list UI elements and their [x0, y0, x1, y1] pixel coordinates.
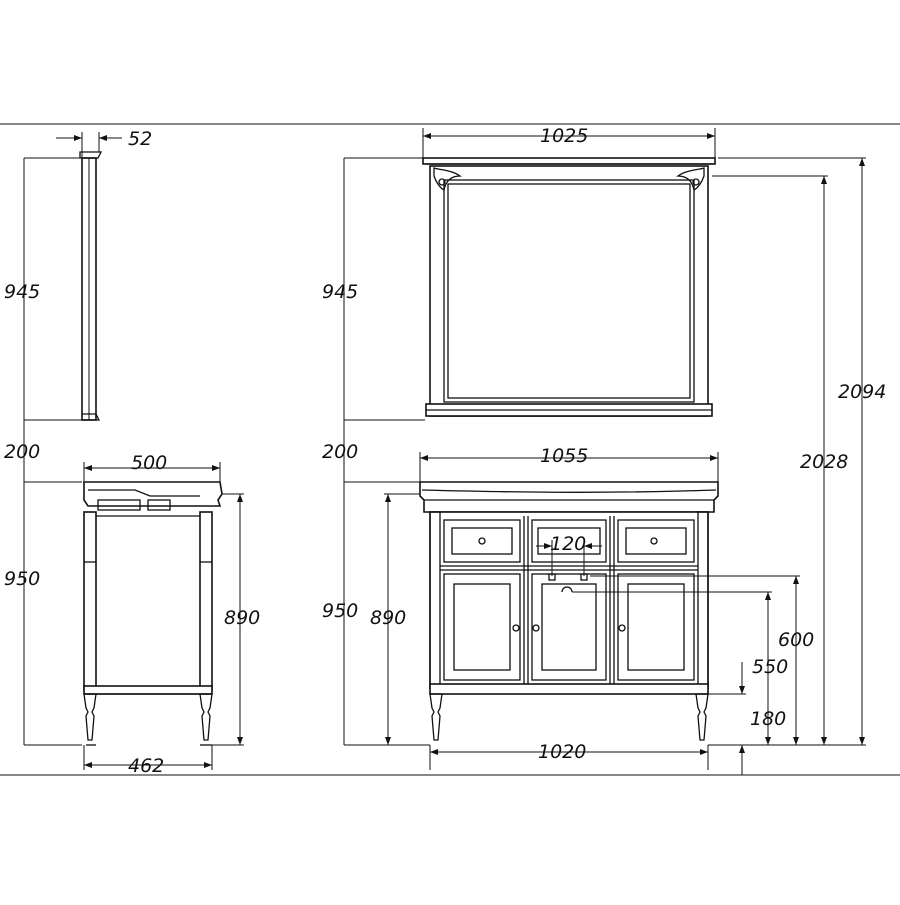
dim-side-mirror-depth: 52	[56, 128, 152, 158]
dim-label-890-front: 890	[370, 607, 406, 629]
right-drawer-panel	[625, 527, 687, 555]
side-basin-profile	[88, 489, 200, 497]
side-back-leg	[199, 693, 213, 741]
side-front-leg	[83, 693, 97, 741]
left-drawer-knob	[478, 537, 486, 545]
center-door-panel	[541, 583, 597, 671]
dim-label-945-front: 945	[322, 281, 358, 303]
front-right-leg	[695, 693, 709, 741]
left-door-knob	[512, 624, 520, 632]
hot-water-inlet	[580, 573, 588, 581]
dim-side-top-depth: 500	[83, 452, 221, 482]
side-cabinet-base-rail	[83, 685, 213, 695]
dim-front-mirror-width: 1025	[422, 125, 716, 158]
dim-front-890: 890	[370, 493, 420, 745]
left-door	[443, 573, 521, 681]
front-mirror	[422, 157, 716, 417]
left-bracket-ornament	[433, 167, 462, 191]
left-drawer-front	[443, 519, 521, 563]
side-drain	[147, 499, 171, 511]
front-countertop-slab	[419, 481, 719, 513]
right-door	[617, 573, 695, 681]
center-drawer-front	[531, 519, 607, 563]
left-drawer-panel	[451, 527, 513, 555]
dim-label-1020: 1020	[538, 741, 586, 763]
plumbing-fittings: 120	[536, 533, 602, 593]
dim-side-base-depth: 462	[83, 745, 213, 777]
front-mirror-glass	[447, 183, 691, 399]
dim-label-2028: 2028	[800, 451, 848, 473]
dim-label-2094: 2094	[838, 381, 886, 403]
side-cabinet	[83, 511, 213, 746]
dim-label-180: 180	[750, 708, 786, 730]
front-view: 945 200 950 890 1025	[322, 125, 886, 775]
dim-side-890: 890	[212, 493, 260, 746]
dim-front-base-width: 1020	[429, 741, 709, 770]
front-left-leg	[429, 693, 443, 741]
front-mirror-glass-outer	[443, 179, 695, 403]
front-mirror-cornice	[422, 157, 716, 165]
left-door-panel	[453, 583, 511, 671]
dim-label-950-side: 950	[4, 568, 40, 590]
dim-label-890-side: 890	[224, 607, 260, 629]
center-door-knob	[532, 624, 540, 632]
dim-label-120: 120	[550, 533, 586, 555]
dim-label-600: 600	[778, 629, 814, 651]
cold-water-inlet	[548, 573, 556, 581]
dim-label-200-side: 200	[4, 441, 40, 463]
side-cabinet-front-post	[83, 511, 97, 691]
dim-label-200-front: 200	[322, 441, 358, 463]
dim-label-950-front: 950	[322, 600, 358, 622]
side-mirror-bottom	[82, 413, 101, 421]
front-cabinet-body	[429, 511, 709, 689]
right-drawer-front	[617, 519, 695, 563]
dim-front-right: 2094 2028 600 550 180	[572, 157, 886, 775]
right-drawer-knob	[650, 537, 658, 545]
right-bracket-ornament	[676, 167, 705, 191]
dim-front-top-width: 1055	[419, 445, 719, 482]
right-door-panel	[627, 583, 685, 671]
front-countertop	[419, 481, 719, 513]
right-door-knob	[618, 624, 626, 632]
dim-label-1025: 1025	[540, 125, 588, 147]
dim-label-945-side: 945	[4, 281, 40, 303]
front-mirror-frame	[429, 165, 709, 417]
side-view: 52 945 200 950 500	[4, 128, 260, 777]
dim-label-550: 550	[752, 656, 788, 678]
center-drawer-panel	[537, 527, 601, 555]
side-cabinet-back-post	[199, 511, 213, 691]
side-mirror-cap	[79, 151, 103, 159]
side-vanity-top	[83, 481, 223, 511]
dim-label-1055: 1055	[540, 445, 588, 467]
front-cabinet	[429, 511, 709, 741]
center-door	[531, 573, 607, 681]
drain-outlet	[561, 586, 573, 593]
dim-label-462: 462	[128, 755, 164, 777]
dim-label-500: 500	[131, 452, 167, 474]
side-basin-bowl	[97, 499, 141, 511]
front-base-rail	[429, 683, 709, 695]
front-basin-edge	[421, 489, 717, 493]
side-mirror	[79, 151, 103, 421]
side-countertop	[83, 481, 223, 507]
dim-label-52: 52	[128, 128, 152, 150]
